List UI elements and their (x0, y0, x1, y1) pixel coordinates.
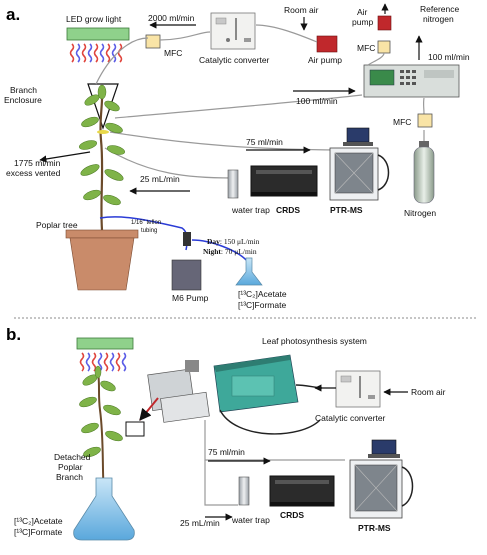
flow-100-mid-label: 100 ml/min (296, 96, 338, 106)
water-trap-label: water trap (231, 205, 270, 215)
panel-a-label: a. (6, 5, 20, 24)
crds-label-b: CRDS (280, 510, 304, 520)
flow-75-label: 75 ml/min (246, 137, 283, 147)
flow-75-label-b: 75 ml/min (208, 447, 245, 457)
flow-25-label-b: 25 mL/min (180, 518, 220, 528)
mfc-icon-nitrogen (417, 113, 433, 128)
catalytic-converter-label-b: Catalytic converter (315, 413, 386, 423)
mfc-icon (145, 34, 161, 49)
flow-100-right-label: 100 ml/min (428, 52, 470, 62)
flow-2000-label: 2000 ml/min (148, 13, 195, 23)
water-trap-icon (227, 169, 239, 199)
detached-branch-icon (79, 365, 145, 496)
pump-icon (171, 232, 202, 291)
catalytic-converter-label: Catalytic converter (199, 55, 270, 65)
led-grow-light-label: LED grow light (66, 14, 122, 24)
panel-b-label: b. (6, 325, 21, 344)
room-air-label: Room air (284, 5, 319, 15)
air-pump-2-icon (377, 15, 392, 31)
mfc-icon-right (377, 40, 391, 54)
mfc-label-right: MFC (357, 43, 375, 53)
poplar-tree-label: Poplar tree (36, 220, 78, 230)
day-rate: Day: 150 μL/min (207, 237, 260, 246)
ptr-ms-label-b: PTR-MS (358, 523, 391, 533)
catalytic-converter-icon-b (335, 370, 381, 408)
air-pump-icon (316, 35, 338, 53)
tree-icon (78, 84, 126, 231)
water-trap-icon-b (238, 476, 250, 506)
crds-label: CRDS (276, 205, 300, 215)
flow-25-label: 25 mL/min (140, 174, 180, 184)
nitrogen-cylinder-icon (413, 141, 435, 204)
pot-icon (65, 229, 139, 291)
mfc-label-nitrogen: MFC (393, 117, 411, 127)
analyzer-icon (363, 64, 460, 98)
leaf-system-console-icon (213, 354, 299, 413)
m6-pump-label: M6 Pump (172, 293, 209, 303)
nitrogen-label: Nitrogen (404, 208, 436, 218)
led-light-icon (66, 27, 130, 63)
crds-icon (250, 165, 318, 197)
flask-icon (235, 257, 263, 286)
acetate-label-a: [¹³C₂]Acetate (238, 289, 287, 299)
formate-label-a: [¹³C]Formate (238, 300, 286, 310)
room-air-label-b: Room air (411, 387, 446, 397)
water-trap-label-b: water trap (231, 515, 270, 525)
ptr-ms-icon (329, 127, 390, 201)
led-light-icon-b (76, 337, 134, 372)
air-pump-label: Air pump (308, 55, 342, 65)
ptr-ms-icon-b (349, 439, 414, 519)
leaf-chamber-icon (147, 360, 210, 423)
night-rate: Night: 70 μL/min (203, 247, 257, 256)
mfc-label-top: MFC (164, 48, 182, 58)
catalytic-converter-icon (210, 12, 256, 50)
formate-label-b: [¹³C]Formate (14, 527, 62, 537)
ptr-ms-label: PTR-MS (330, 205, 363, 215)
leaf-system-label: Leaf photosynthesis system (262, 336, 367, 346)
acetate-label-b: [¹³C₂]Acetate (14, 516, 63, 526)
flask-icon-b (73, 477, 135, 541)
crds-icon-b (269, 475, 335, 507)
